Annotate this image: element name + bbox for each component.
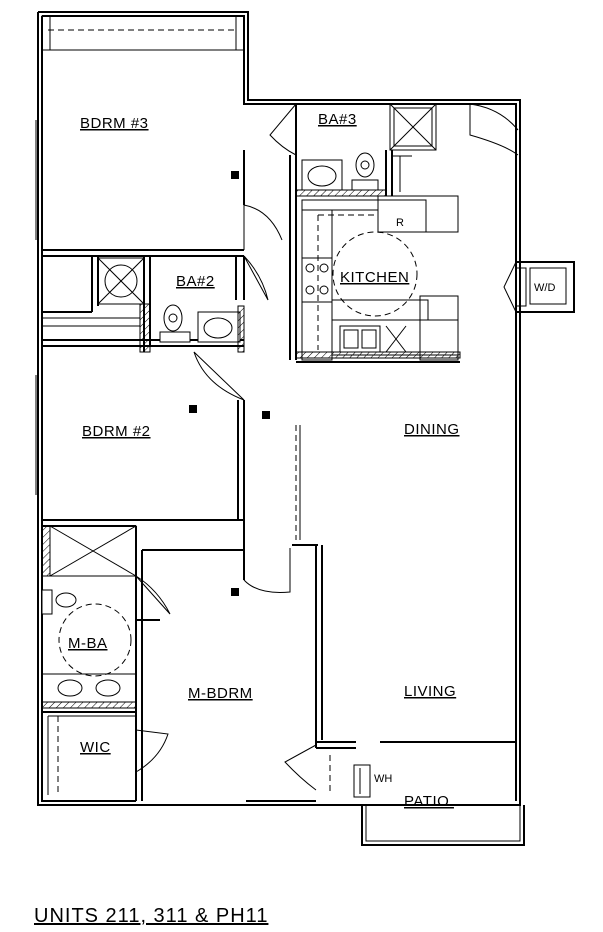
washer-dryer-closet [503,261,575,313]
room-label-mba: M-BA [68,635,108,652]
room-label-bdrm2: BDRM #2 [82,423,151,440]
walk-in-closet [47,715,169,795]
master-bath [41,525,244,801]
plan-caption: UNITS 211, 311 & PH11 [34,905,268,927]
room-label-ba2: BA#2 [176,273,215,290]
room-label-bdrm3: BDRM #3 [80,115,149,132]
electrical-symbols [189,171,270,596]
ba2-walls [42,255,269,353]
mbdrm-walls [243,544,516,795]
kitchen-cabinets [295,195,461,363]
room-label-mbdrm: M-BDRM [188,685,253,702]
bdrm3-walls [42,103,297,360]
room-label-kitchen: KITCHEN [340,269,409,286]
room-label-wic: WIC [80,739,111,756]
water-heater [353,764,371,798]
room-label-dining: DINING [404,421,460,438]
washer-dryer-label: W/D [534,282,555,294]
room-label-living: LIVING [404,683,456,700]
patio-walls [361,805,525,846]
bdrm3-closet [41,15,245,51]
bdrm2-walls [42,351,301,580]
room-label-ba3: BA#3 [318,111,357,128]
water-heater-label: WH [374,773,392,785]
ba3-fixtures [295,103,519,197]
refrigerator-label: R [396,217,404,229]
room-label-patio: PATIO. [404,793,454,810]
